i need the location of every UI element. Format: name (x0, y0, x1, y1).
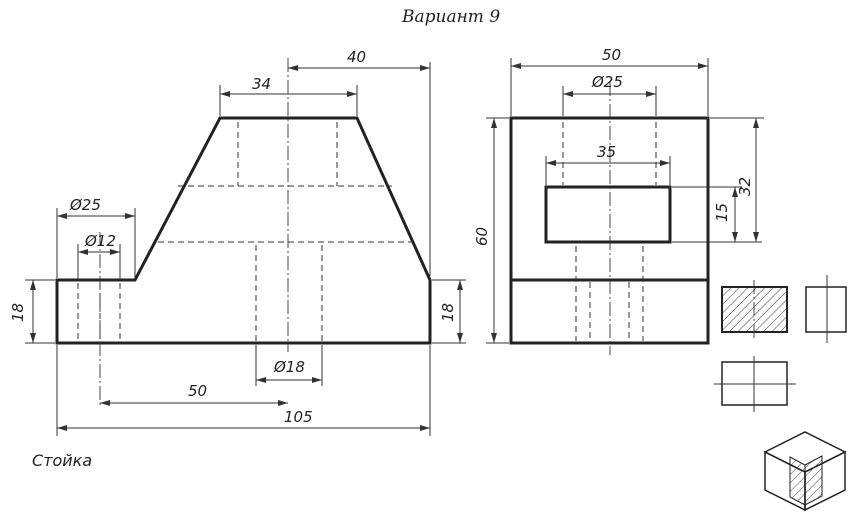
dim-top-width: 34 (219, 75, 358, 116)
front-hidden-lines (77, 122, 412, 341)
dim-side-total-height-label: 60 (473, 227, 491, 246)
dim-side-total-width: 50 (510, 46, 709, 116)
dim-hole-offset-label: 50 (188, 382, 207, 400)
dim-bottom-hole-dia: Ø18 (255, 345, 323, 386)
side-sketch (805, 286, 847, 333)
side-view-outline (509, 116, 710, 345)
dim-bottom-hole-dia-label: Ø18 (273, 358, 305, 376)
dim-total-width: 105 (56, 345, 431, 436)
dim-right-height: 18 (432, 279, 466, 344)
dim-small-hole-dia-label: Ø12 (84, 232, 116, 250)
dim-side-hole-dia-label: Ø25 (591, 73, 623, 91)
front-view-outline (55, 116, 432, 345)
dim-left-height: 18 (9, 279, 55, 344)
dim-slot-width-label: 35 (597, 143, 616, 161)
dim-small-hole-dia: Ø12 (77, 232, 121, 280)
dim-slot-height-label: 15 (713, 203, 731, 222)
drawing-title: Вариант 9 (401, 7, 500, 27)
dim-hole-offset: 50 (100, 382, 288, 406)
hatched-section (721, 286, 788, 333)
dim-right-height-label: 18 (439, 303, 457, 322)
front-view: 34 40 Ø25 Ø12 (9, 48, 466, 436)
dim-slot-height: 15 (672, 186, 762, 243)
dim-left-height-label: 18 (9, 303, 27, 322)
dim-side-hole-dia: Ø25 (562, 73, 657, 116)
dim-slot-top-label: 32 (736, 177, 754, 196)
dim-slot-top: 32 (710, 117, 764, 242)
dim-top-width-label: 34 (252, 75, 271, 93)
side-view-slot (544, 185, 672, 244)
isometric-sketch (763, 431, 847, 512)
dim-half-width-label: 40 (347, 48, 366, 66)
dim-hole-dia: Ø25 (56, 196, 136, 278)
section-sketches (714, 275, 847, 512)
dim-side-total-width-label: 50 (602, 46, 621, 64)
dim-hole-dia-label: Ø25 (69, 196, 101, 214)
dim-slot-width: 35 (545, 143, 671, 185)
part-caption: Стойка (32, 451, 92, 470)
front-center-lines (99, 58, 289, 408)
dim-half-width: 40 (288, 48, 431, 276)
dim-total-width-label: 105 (284, 408, 313, 426)
side-hidden-lines (562, 122, 657, 341)
dim-side-total-height: 60 (473, 117, 509, 344)
side-view: 50 Ø25 35 60 (473, 46, 764, 355)
